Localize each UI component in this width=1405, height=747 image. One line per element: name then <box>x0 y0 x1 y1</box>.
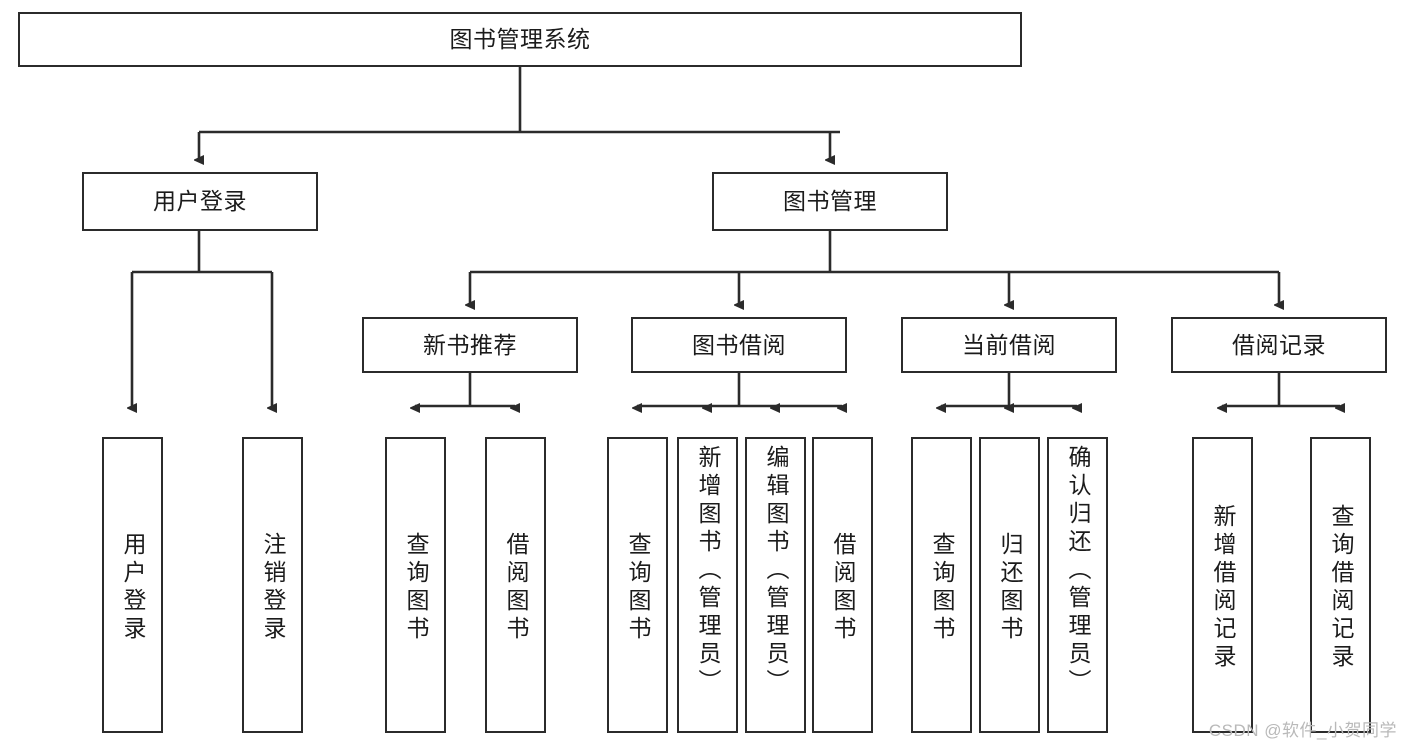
node-leaf-add-book-admin[interactable]: 新增图书（管理员） <box>677 437 738 733</box>
node-leaf-return-book[interactable]: 归还图书 <box>979 437 1040 733</box>
node-leaf-user-login[interactable]: 用户登录 <box>102 437 163 733</box>
node-label: 编辑图书（管理员） <box>763 445 789 697</box>
node-leaf-query-book-borrow[interactable]: 查询图书 <box>607 437 668 733</box>
node-new-book-recommend[interactable]: 新书推荐 <box>362 317 578 373</box>
node-label: 确认归还（管理员） <box>1065 445 1091 697</box>
node-label: 借阅记录 <box>1232 331 1326 358</box>
node-leaf-borrow-book-borrow[interactable]: 借阅图书 <box>812 437 873 733</box>
node-book-management[interactable]: 图书管理 <box>712 172 948 231</box>
node-book-borrow[interactable]: 图书借阅 <box>631 317 847 373</box>
node-label: 查询图书 <box>403 532 429 644</box>
node-label: 图书管理系统 <box>449 26 591 53</box>
node-label: 查询借阅记录 <box>1328 504 1354 672</box>
node-leaf-borrow-book-recommend[interactable]: 借阅图书 <box>485 437 546 733</box>
node-label: 归还图书 <box>997 532 1023 644</box>
node-leaf-add-borrow-record[interactable]: 新增借阅记录 <box>1192 437 1253 733</box>
node-label: 借阅图书 <box>503 532 529 644</box>
node-user-login[interactable]: 用户登录 <box>82 172 318 231</box>
node-label: 新增借阅记录 <box>1210 504 1236 672</box>
node-label: 注销登录 <box>260 532 286 644</box>
node-leaf-query-book-recommend[interactable]: 查询图书 <box>385 437 446 733</box>
node-label: 查询图书 <box>625 532 651 644</box>
node-label: 新增图书（管理员） <box>695 445 721 697</box>
node-label: 图书借阅 <box>692 331 786 358</box>
node-label: 查询图书 <box>929 532 955 644</box>
node-leaf-confirm-return-admin[interactable]: 确认归还（管理员） <box>1047 437 1108 733</box>
node-label: 用户登录 <box>120 532 146 644</box>
watermark: CSDN @软件_小贺同学 <box>1208 721 1397 740</box>
node-borrow-record[interactable]: 借阅记录 <box>1171 317 1387 373</box>
node-leaf-logout-login[interactable]: 注销登录 <box>242 437 303 733</box>
node-book-management-system[interactable]: 图书管理系统 <box>18 12 1022 67</box>
node-current-borrow[interactable]: 当前借阅 <box>901 317 1117 373</box>
node-label: 图书管理 <box>783 188 877 215</box>
node-leaf-query-book-current[interactable]: 查询图书 <box>911 437 972 733</box>
node-label: 新书推荐 <box>423 331 517 358</box>
node-label: 用户登录 <box>153 188 247 215</box>
node-leaf-query-borrow-record[interactable]: 查询借阅记录 <box>1310 437 1371 733</box>
node-label: 当前借阅 <box>962 331 1056 358</box>
node-leaf-edit-book-admin[interactable]: 编辑图书（管理员） <box>745 437 806 733</box>
node-label: 借阅图书 <box>830 532 856 644</box>
